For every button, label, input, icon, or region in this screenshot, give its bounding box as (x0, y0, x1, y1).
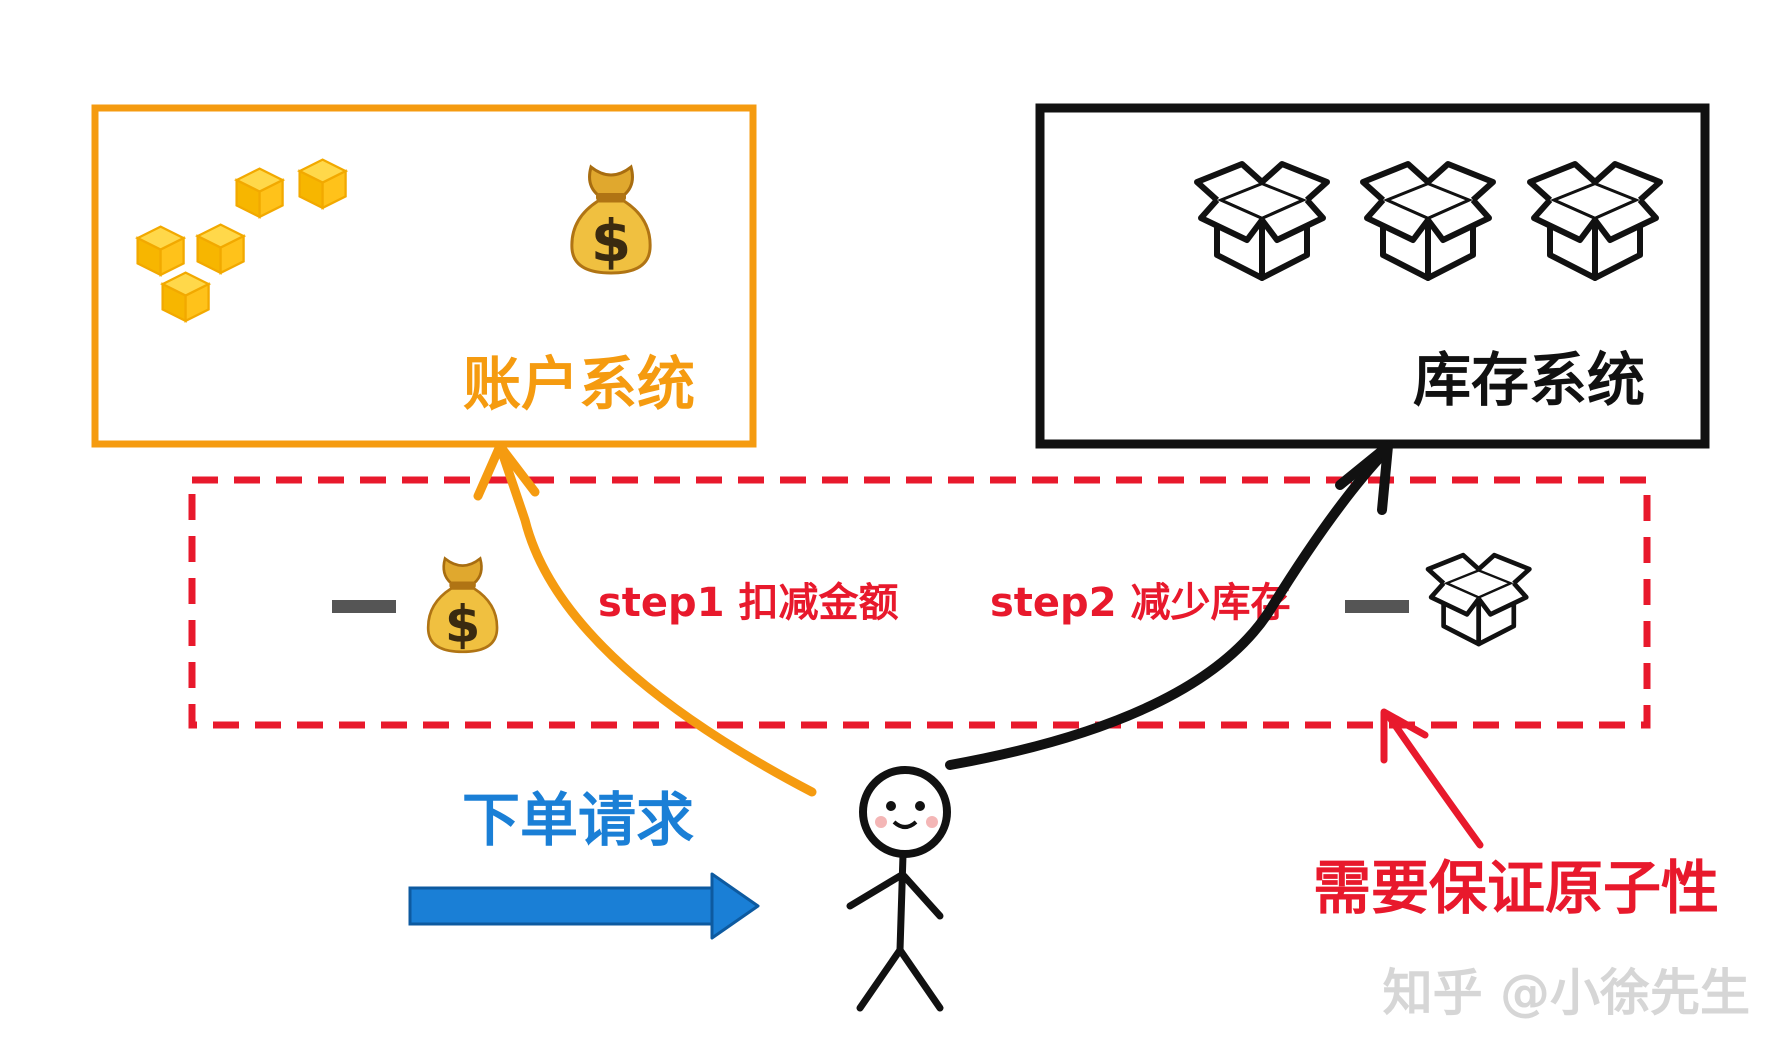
step1-label: step1 扣减金额 (598, 580, 898, 626)
atomicity-arrowhead (1380, 708, 1429, 764)
transaction-boundary (188, 476, 1651, 729)
atomicity-label: 需要保证原子性 (1313, 854, 1719, 922)
stick-figure-icon (846, 766, 951, 1012)
watermark: 知乎 @小徐先生 (1383, 964, 1750, 1022)
box-icon (1428, 555, 1529, 644)
inventory-arrowhead (1335, 441, 1393, 515)
request-arrow-shaft (408, 886, 717, 926)
account-system-box (91, 104, 757, 448)
inventory-system-label: 库存系统 (1413, 346, 1645, 414)
account-arrowhead (473, 441, 540, 501)
gold-cubes-icon (136, 158, 347, 323)
box-icon (1363, 164, 1493, 278)
atomicity-arrow (1384, 711, 1484, 849)
step2-label: step2 减少库存 (990, 580, 1290, 626)
request-arrowhead (710, 872, 760, 940)
box-icon (1197, 164, 1327, 278)
money-bag-icon (426, 557, 499, 656)
request-label: 下单请求 (462, 786, 694, 854)
inventory-arrow (945, 447, 1390, 770)
inventory-system-box (1035, 103, 1710, 449)
account-arrow (497, 447, 817, 797)
minus-sign (332, 600, 396, 613)
minus-sign (1345, 600, 1409, 613)
box-icon (1530, 164, 1660, 278)
money-bag-icon (570, 165, 652, 277)
account-system-label: 账户系统 (463, 350, 695, 418)
